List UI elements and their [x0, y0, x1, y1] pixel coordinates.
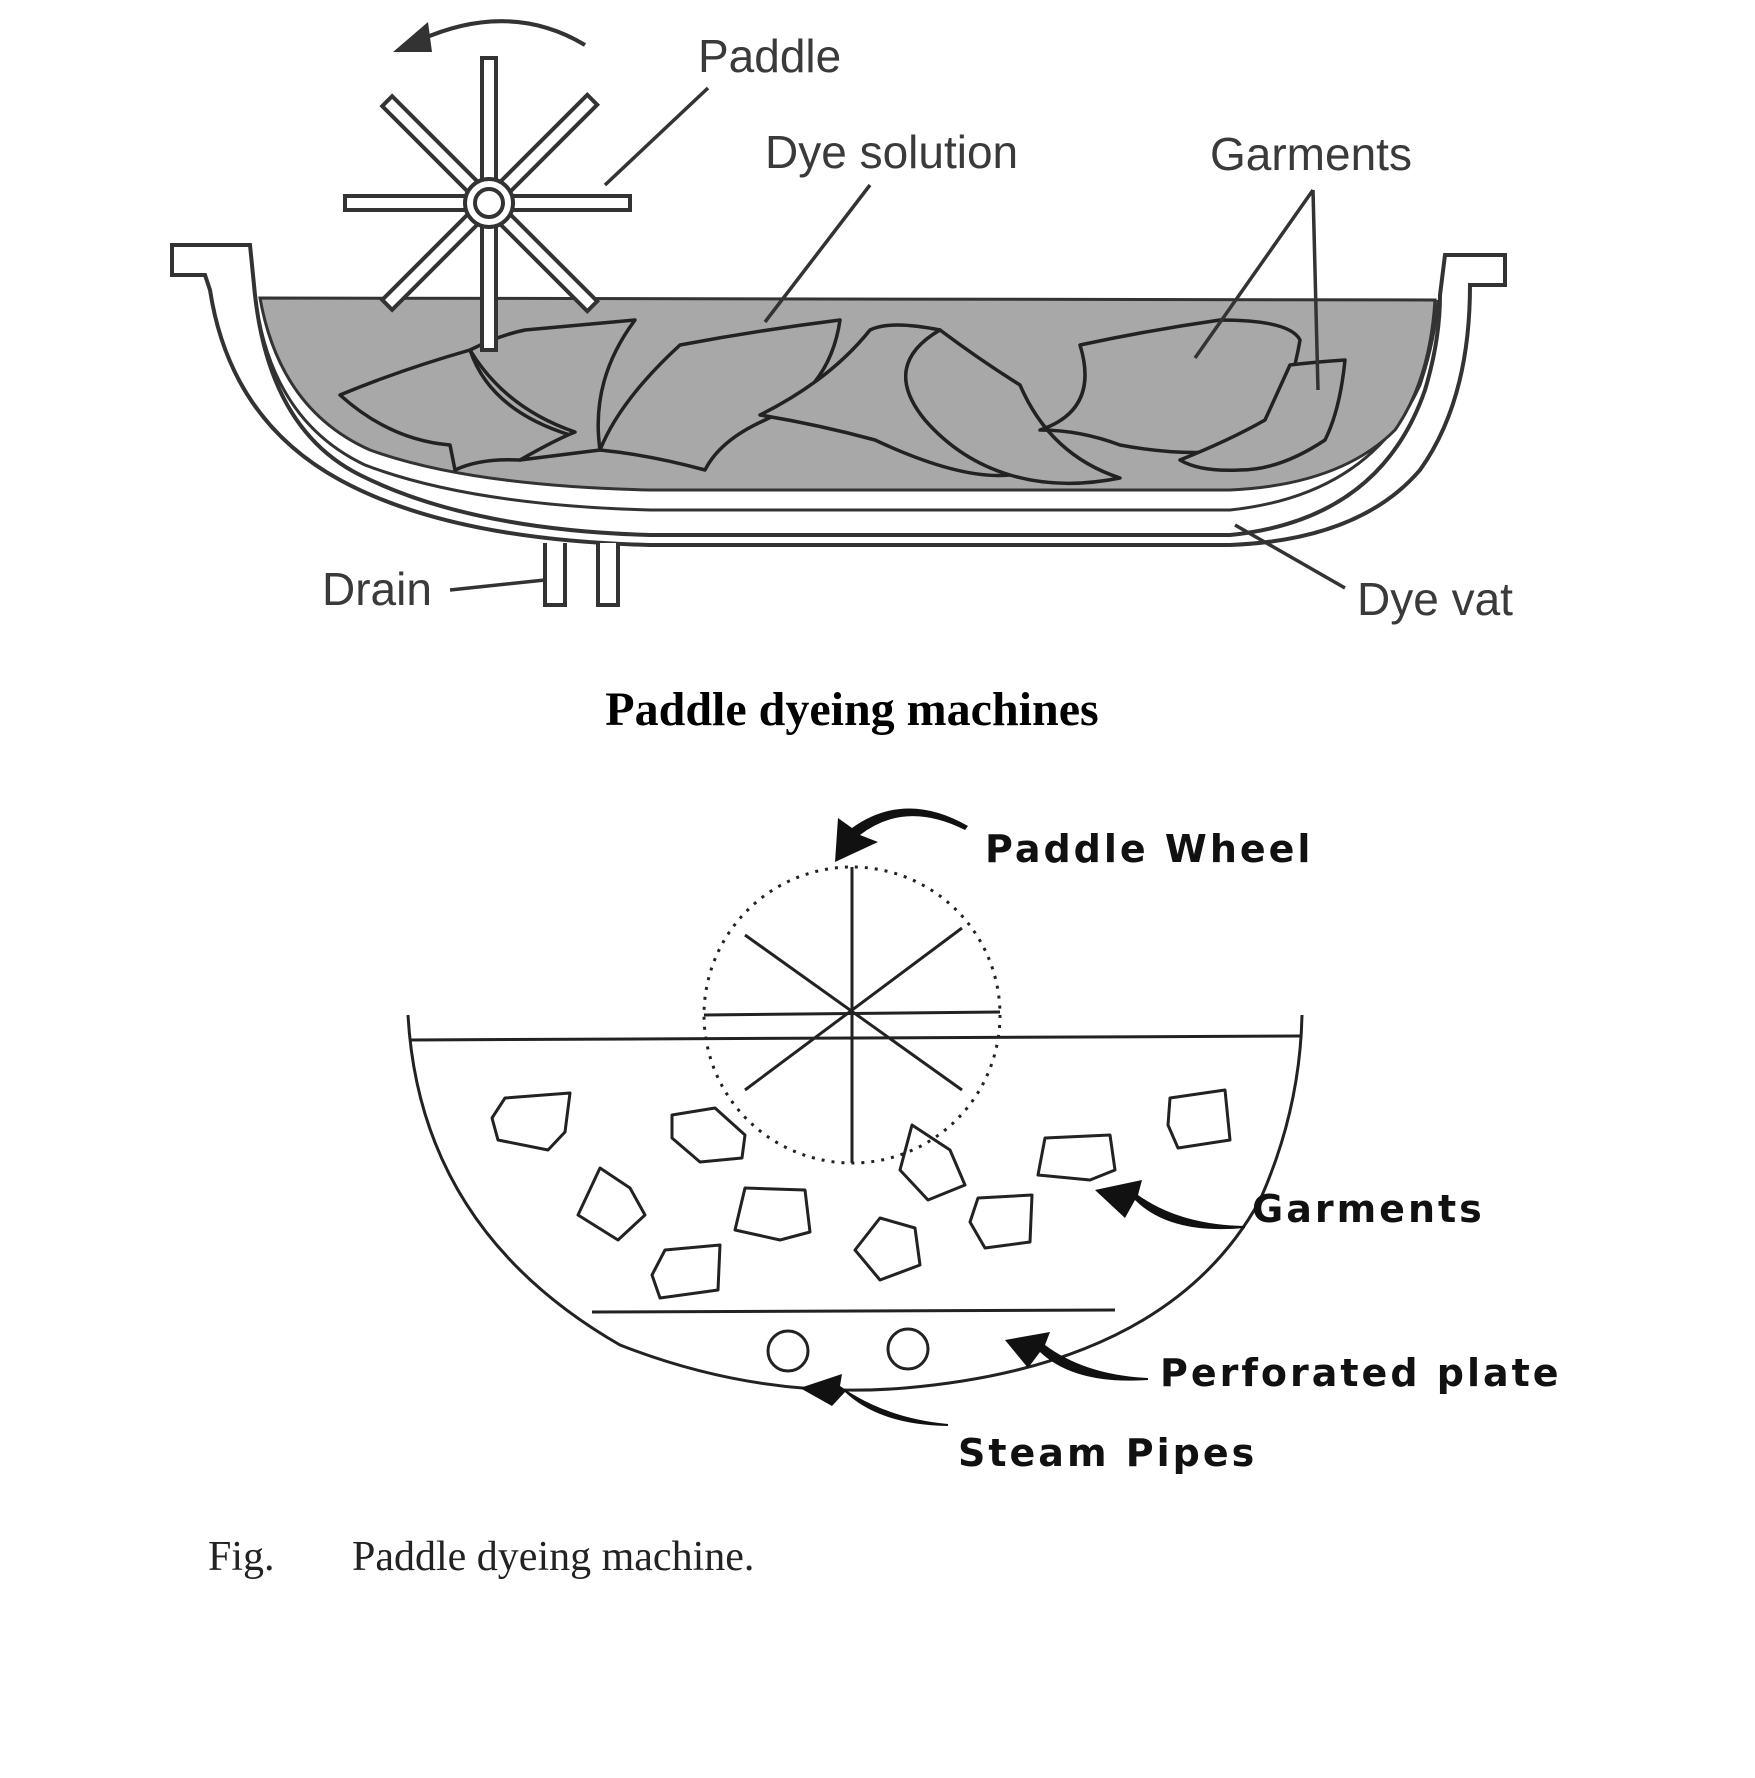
leader-line-paddle [603, 86, 710, 187]
garment-blob [670, 1106, 747, 1164]
bottom-garments [490, 1088, 1232, 1300]
diagram-title: Paddle dyeing machines [605, 683, 1098, 736]
garment-shape [903, 328, 1122, 486]
garment-blob [1036, 1133, 1117, 1182]
label-dye-solution: Dye solution [765, 126, 1018, 178]
garment-shape [468, 318, 637, 462]
leader-line-drain [449, 578, 546, 592]
top-garments [338, 318, 1347, 486]
perforated-plate-arrow-icon [1005, 1332, 1148, 1381]
rotation-arrow-icon [419, 19, 587, 47]
vat-inner-wall [253, 294, 1440, 512]
label-paddle-wheel: Paddle Wheel [985, 827, 1313, 871]
label-garments-bottom: Garments [1252, 1187, 1485, 1231]
label-steam-pipes: Steam Pipes [958, 1431, 1257, 1475]
steam-pipe [766, 1329, 810, 1373]
garment-blob [733, 1186, 812, 1242]
dye-vat [170, 243, 1507, 547]
garment-blob [898, 1123, 967, 1202]
label-garments: Garments [1210, 128, 1412, 180]
paddle-wheel-dotted [702, 865, 1002, 1165]
leader-line-garments-1 [1193, 188, 1315, 360]
bowl-vessel [406, 1014, 1304, 1392]
garments-arrow-icon [1095, 1180, 1245, 1230]
paddle-wheel-arrow-icon [835, 808, 968, 862]
label-dye-vat: Dye vat [1357, 573, 1513, 625]
steam-pipes-arrow-icon [800, 1374, 948, 1426]
garment-blob [650, 1243, 722, 1300]
wheel-spoke [703, 1010, 1001, 1017]
garment-shape [1178, 358, 1347, 473]
perforated-plate [591, 1308, 1116, 1314]
arrowhead-icon [393, 22, 432, 52]
garment-shape [598, 318, 842, 472]
figure-caption: Paddle dyeing machine. [352, 1534, 754, 1580]
bottom-paddle-dyeing-diagram: Paddle Wheel Garments Perforated plate S… [208, 808, 1562, 1580]
wheel-spoke [744, 926, 963, 1092]
leader-line-dye-solution [763, 183, 872, 324]
label-paddle: Paddle [698, 30, 841, 82]
leader-lines [449, 86, 1346, 592]
garment-blob [853, 1216, 922, 1282]
drain-pipes [543, 543, 620, 607]
leader-line-garments-2 [1311, 189, 1320, 391]
drain-pipe [543, 543, 567, 607]
liquor-level-line [409, 1034, 1301, 1042]
caption-prefix: Fig. [208, 1534, 275, 1580]
garment-blob [968, 1193, 1034, 1250]
label-drain: Drain [322, 563, 432, 615]
top-paddle-dyeing-diagram: Paddle Dye solution Garments Drain Dye v… [170, 19, 1513, 736]
label-perforated-plate: Perforated plate [1160, 1351, 1562, 1395]
drain-pipe [596, 543, 620, 607]
steam-pipe [886, 1327, 930, 1371]
leader-line-dye-vat [1234, 523, 1346, 590]
paddle-wheel [343, 56, 632, 352]
garment-blob [576, 1166, 647, 1242]
paddle-hub-inner [473, 187, 505, 219]
garment-blob [1166, 1088, 1232, 1150]
garment-blob [490, 1091, 572, 1152]
wheel-spoke [744, 933, 963, 1092]
